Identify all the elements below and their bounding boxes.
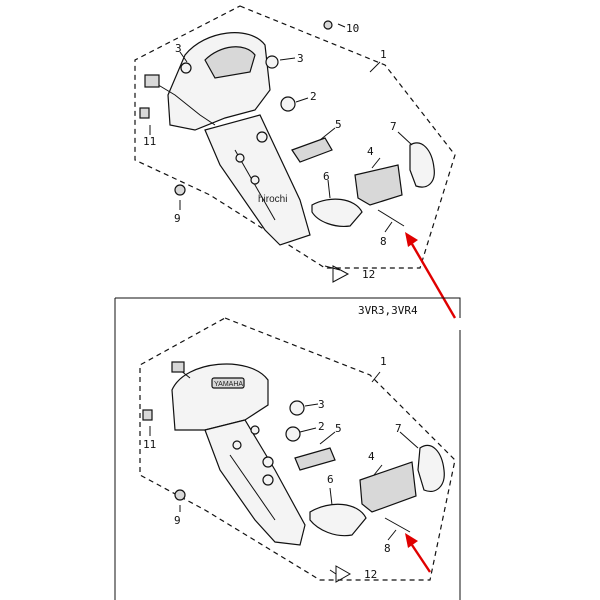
- top-label-9: 9: [174, 212, 181, 225]
- bottom-bulb-3: [289, 400, 305, 416]
- bottom-boundary: [139, 317, 456, 581]
- top-label-10: 10: [346, 22, 359, 35]
- top-reflector-4: [354, 164, 403, 206]
- top-assembly: 1 2 3 3 4 5 6 7 8 9 10 11 12 hirochi: [134, 5, 457, 319]
- bottom-label-2: 2: [318, 420, 325, 433]
- top-label-1: 1: [380, 48, 387, 61]
- bottom-label-4: 4: [368, 450, 375, 463]
- bottom-label-11: 11: [143, 438, 156, 451]
- top-label-5: 5: [335, 118, 342, 131]
- bottom-label-9: 9: [174, 514, 181, 527]
- bottom-fender: [204, 419, 306, 546]
- bottom-bulb-2: [285, 426, 301, 442]
- top-label-12: 12: [362, 268, 375, 281]
- top-lens-7: [409, 142, 435, 188]
- top-label-3b: 3: [297, 52, 304, 65]
- bottom-red-arrow: [411, 544, 431, 573]
- top-bulb-3: [265, 55, 279, 69]
- variant-caption: 3VR3,3VR4: [358, 304, 418, 317]
- bottom-reflector-4: [359, 461, 417, 513]
- bottom-label-8: 8: [384, 542, 391, 555]
- bottom-label-5: 5: [335, 422, 342, 435]
- top-bulb-3b: [180, 62, 192, 74]
- bottom-lens-7: [417, 444, 445, 492]
- top-red-arrow: [410, 243, 457, 319]
- top-tail-window: [204, 46, 256, 79]
- top-label-7: 7: [390, 120, 397, 133]
- bottom-assembly: 3VR3,3VR4 YAMAHA: [114, 297, 461, 600]
- top-connector: [144, 74, 160, 88]
- watermark-text: hirochi: [258, 194, 287, 205]
- bottom-lens-5: [294, 447, 336, 471]
- bottom-label-12: 12: [364, 568, 377, 581]
- top-label-4: 4: [367, 145, 374, 158]
- top-lens-5: [291, 137, 333, 163]
- top-label-8: 8: [380, 235, 387, 248]
- bottom-label-3: 3: [318, 398, 325, 411]
- top-lens-6: [311, 198, 363, 227]
- bottom-tail-housing: [171, 363, 269, 431]
- bottom-label-1: 1: [380, 355, 387, 368]
- bottom-label-6: 6: [327, 473, 334, 486]
- top-label-2: 2: [310, 90, 317, 103]
- top-tail-housing: [167, 32, 271, 131]
- top-label-6: 6: [323, 170, 330, 183]
- yamaha-badge: YAMAHA: [214, 381, 243, 388]
- top-bulb-2: [280, 96, 296, 112]
- top-label-3a: 3: [175, 42, 182, 55]
- bottom-frame: [114, 297, 461, 600]
- bottom-lens-6: [309, 503, 367, 537]
- bottom-label-7: 7: [395, 422, 402, 435]
- top-boundary: [134, 5, 456, 269]
- top-label-11: 11: [143, 135, 156, 148]
